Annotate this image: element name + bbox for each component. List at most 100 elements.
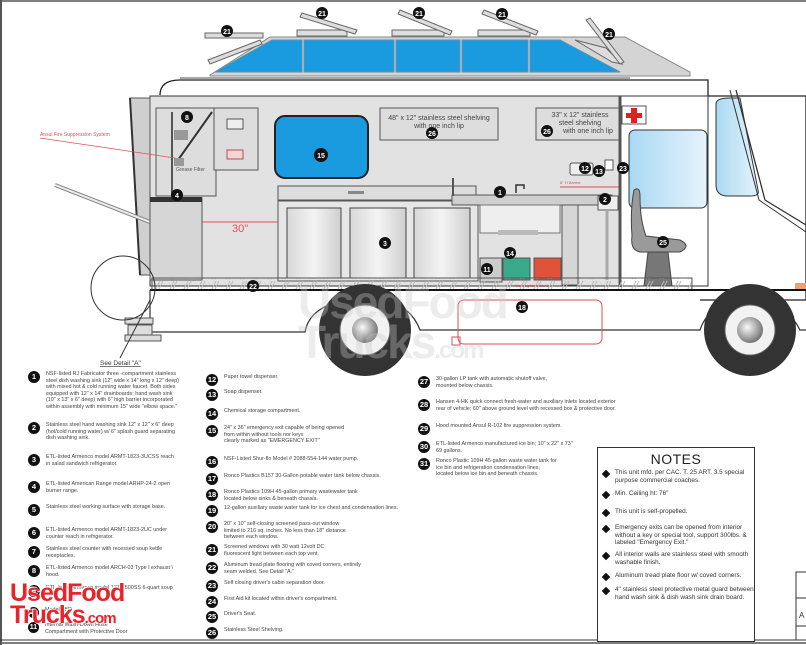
callout-1: 1 [494,186,506,198]
shelf-33-label-2: steel shelving [559,120,602,127]
vent-flap-2 [296,29,348,37]
note-item: Min. Ceiling ht: 76" [601,490,754,500]
diamond-bullet-icon [601,551,611,561]
legend-number: 7 [28,546,40,558]
roof-vents [180,9,691,79]
callout-13: 13 [593,165,605,177]
legend-number: 9 [28,585,40,597]
legend-number: 31 [418,458,430,470]
vent-flap-5 [574,39,624,65]
legend-number: 6 [28,527,40,539]
legend-number: 27 [418,376,430,388]
note-item: Emergency exits can be opened from inter… [601,524,754,547]
legend-number: 23 [206,580,218,592]
diamond-bullet-icon [601,490,611,500]
svg-text:22: 22 [249,284,257,291]
svg-text:15: 15 [317,153,325,160]
legend-number: 13 [206,389,218,401]
legend-number: 12 [206,374,218,386]
legend-number: 20 [206,521,218,533]
legend-number: 1 [28,371,40,383]
title-block [795,571,806,641]
see-detail-label: See Detail "A" [100,360,141,367]
callout-26a: 26 [426,127,438,139]
note-item: 4" stainless steel protective metal guar… [601,586,754,601]
shelf-48-label-2: with one inch lip [413,123,464,130]
callout-21e: 21 [603,28,615,40]
note-item: All interior walls are stainless steel w… [601,551,754,566]
title-block-text: A [799,611,805,620]
svg-text:26: 26 [543,129,551,136]
legend-number: 8 [28,565,40,577]
svg-text:2: 2 [603,197,607,204]
roof-window-2 [303,39,395,73]
vent-flap-4 [477,29,531,37]
soap-dispenser [604,159,614,171]
roof-window-1 [213,39,303,73]
emergency-exit-window [274,115,369,179]
note-item: This unit mfd. per CAC. T. 25 ART. 3.5 s… [601,469,754,484]
legend-number: 29 [418,423,430,435]
svg-text:12: 12 [581,166,589,173]
callout-11: 11 [481,263,493,275]
rear-step-2 [124,334,162,342]
svg-text:8: 8 [185,115,189,122]
cab-window [628,129,708,209]
ansul-panel [226,149,244,160]
diamond-bullet-icon [601,524,611,534]
callout-21a: 21 [221,25,233,37]
callout-18: 18 [516,301,528,313]
legend-number: 28 [418,399,430,411]
svg-text:11: 11 [483,267,491,274]
windshield [715,97,759,197]
control-panel [226,118,244,130]
roof-window-5 [529,39,621,73]
callout-15: 15 [314,148,328,162]
notes-box: NOTES This unit mfd. per CAC. T. 25 ART.… [597,447,755,642]
svg-text:26: 26 [428,131,436,138]
diamond-bullet-icon [601,508,611,518]
svg-text:23: 23 [619,166,627,173]
svg-text:13: 13 [595,169,603,176]
legend-number: 14 [206,408,218,420]
svg-text:21: 21 [498,12,506,19]
vent-flap-3 [391,29,445,37]
marker-light [795,283,806,289]
svg-text:3: 3 [383,241,387,248]
legend-number: 10 [28,607,39,618]
range [149,197,203,281]
callout-2: 2 [599,193,611,205]
legend-number: 18 [206,489,218,501]
legend-number: 3 [28,454,40,466]
svg-text:25: 25 [659,240,667,247]
legend-number: 21 [206,544,218,556]
wastewater-tank [533,257,562,281]
clearance-label: 30" [232,223,248,235]
legend-number: 15 [206,425,218,437]
legend-number: 5 [28,504,40,516]
roof-window-3 [395,39,461,73]
svg-text:18: 18 [518,305,526,312]
legend-number: 30 [418,441,430,453]
refrigerator [277,185,479,282]
notes-title: NOTES [650,451,702,467]
